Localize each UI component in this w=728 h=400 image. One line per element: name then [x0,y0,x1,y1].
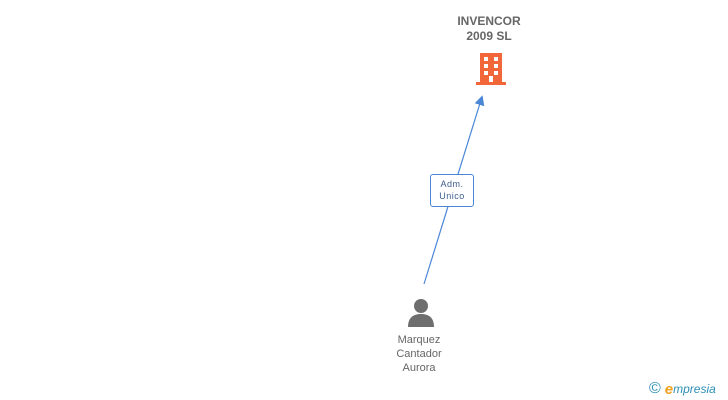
company-name-line1: INVENCOR [457,14,521,28]
company-name[interactable]: INVENCOR 2009 SL [429,14,549,44]
brand-logo-initial: e [664,380,674,398]
building-icon[interactable] [474,52,508,86]
relation-label-line1: Adm. [440,179,464,189]
person-name-line3: Aurora [402,362,436,374]
copyright-notice[interactable]: © e mpresia [649,379,716,399]
person-name-line2: Cantador [396,348,442,360]
person-name[interactable]: Marquez Cantador Aurora [369,333,469,375]
brand-logo-text: mpresia [673,382,716,396]
relation-badge[interactable]: Adm. Unico [430,174,474,207]
person-icon[interactable] [405,296,437,328]
company-name-line2: 2009 SL [466,29,512,43]
copyright-icon: © [649,380,661,397]
person-name-line1: Marquez [397,334,441,346]
relation-label-line2: Unico [439,191,465,201]
